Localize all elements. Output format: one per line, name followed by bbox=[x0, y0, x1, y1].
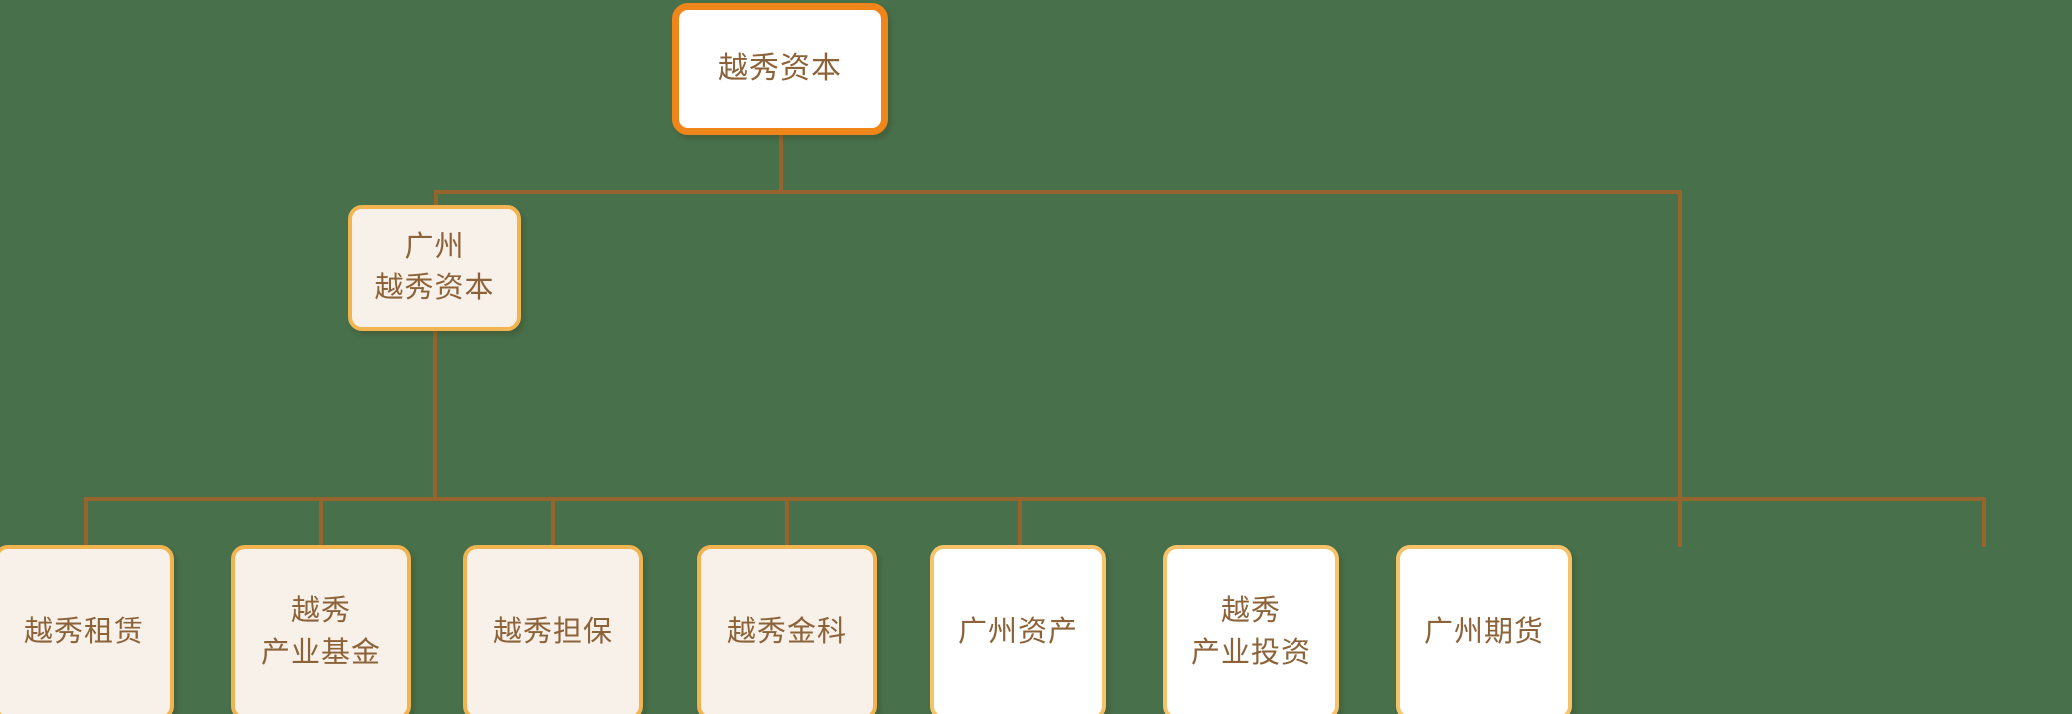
connector-left-bus bbox=[84, 497, 1053, 501]
connector-root-down bbox=[779, 135, 783, 192]
node-label: 越秀 产业基金 bbox=[260, 595, 381, 669]
node-label: 广州资产 bbox=[957, 615, 1078, 648]
connector-branch-drop bbox=[434, 190, 438, 208]
node-label: 越秀 产业投资 bbox=[1190, 595, 1311, 669]
node-label: 越秀租赁 bbox=[23, 615, 144, 648]
connector-left-drop-2 bbox=[319, 497, 323, 547]
connector-left-drop-4 bbox=[785, 497, 789, 547]
node-label: 广州 越秀资本 bbox=[374, 230, 495, 304]
connector-left-drop-3 bbox=[551, 497, 555, 547]
node-label: 越秀金科 bbox=[726, 615, 847, 648]
connector-right-drop bbox=[1678, 190, 1682, 499]
connector-right-drop-2 bbox=[1678, 497, 1682, 547]
node-label: 广州期货 bbox=[1423, 615, 1544, 648]
node-label: 越秀资本 bbox=[718, 51, 842, 85]
connector-left-drop-1 bbox=[84, 497, 88, 547]
connector-top-bus bbox=[434, 190, 1682, 194]
node-yuexiu-leasing[interactable]: 越秀租赁 bbox=[0, 545, 174, 714]
node-guangzhou-assets[interactable]: 广州资产 bbox=[930, 545, 1106, 714]
node-yuexiu-industry-fund[interactable]: 越秀 产业基金 bbox=[231, 545, 411, 714]
node-yuexiu-capital[interactable]: 越秀资本 bbox=[672, 3, 888, 135]
node-guangzhou-yuexiu-capital[interactable]: 广州 越秀资本 bbox=[348, 205, 521, 331]
connector-right-drop-3 bbox=[1982, 497, 1986, 547]
connector-branch-down bbox=[433, 330, 437, 499]
node-guangzhou-futures[interactable]: 广州期货 bbox=[1396, 545, 1572, 714]
connector-right-drop-1 bbox=[1018, 497, 1022, 547]
node-label: 越秀担保 bbox=[492, 615, 613, 648]
node-yuexiu-guarantee[interactable]: 越秀担保 bbox=[463, 545, 643, 714]
node-yuexiu-industry-investment[interactable]: 越秀 产业投资 bbox=[1163, 545, 1339, 714]
connector-right-bus bbox=[1018, 497, 1986, 501]
node-yuexiu-fintech[interactable]: 越秀金科 bbox=[697, 545, 877, 714]
